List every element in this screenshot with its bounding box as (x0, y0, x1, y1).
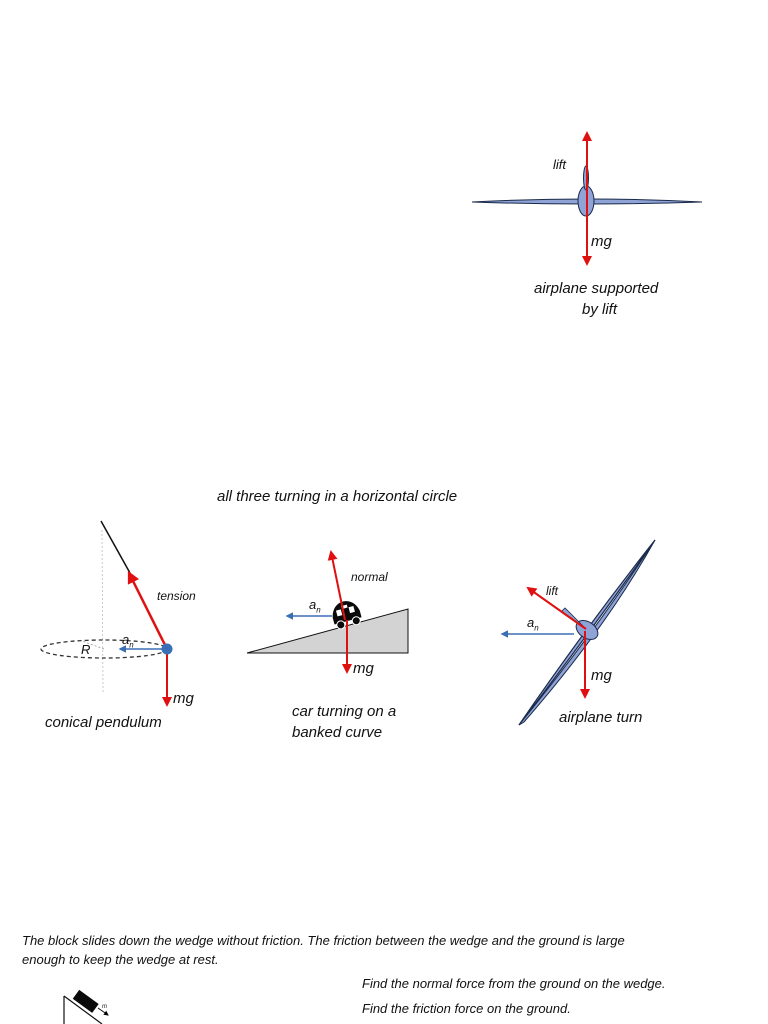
question-friction-force: Find the friction force on the ground. (362, 1001, 571, 1016)
normal-arrow (327, 550, 346, 621)
car-caption-1: car turning on a (292, 703, 397, 720)
normal-label: normal (351, 570, 388, 584)
wedge-problem-figure (63, 989, 109, 1024)
mg-label-pendulum: mg (173, 690, 194, 707)
airplane-level-figure (471, 131, 703, 266)
car-caption-2: banked curve (292, 724, 383, 741)
lift-label-turn: lift (546, 584, 558, 598)
an-label-turn: an (527, 615, 539, 633)
vertical-guide-line (101, 529, 104, 693)
problem-text-line-1: The block slides down the wedge without … (22, 933, 625, 948)
pendulum-caption: conical pendulum (45, 714, 162, 731)
lift-label-level: lift (553, 157, 566, 172)
mass-label: m (102, 1004, 107, 1010)
section-heading: all three turning in a horizontal circle (217, 488, 458, 505)
airplane-turn-figure (500, 539, 656, 726)
sliding-block (72, 989, 99, 1013)
car-icon (332, 601, 362, 630)
mg-label-car: mg (353, 660, 374, 677)
wedge-hypotenuse (63, 995, 103, 1024)
mg-label-turn: mg (591, 667, 612, 684)
airplane-turn-caption: airplane turn (559, 709, 643, 726)
airplane-level-caption-2: by lift (582, 301, 618, 318)
pendulum-string (100, 520, 131, 574)
airplane-turn-wings-body (518, 539, 656, 726)
tension-label: tension (157, 589, 196, 603)
question-normal-force: Find the normal force from the ground on… (362, 976, 666, 991)
pendulum-bob (161, 643, 173, 655)
airplane-level-caption-1: airplane supported (534, 280, 659, 297)
radius-label: R (81, 642, 91, 657)
mg-label-level: mg (591, 233, 612, 250)
block-motion-arrow (97, 1007, 109, 1016)
lift-arrow-turn (526, 586, 587, 630)
an-label-pendulum: an (122, 632, 134, 650)
conical-pendulum-figure (40, 520, 173, 707)
banked-curve-figure (246, 550, 409, 674)
problem-text-line-2: enough to keep the wedge at rest. (22, 952, 219, 967)
an-label-car: an (309, 597, 321, 615)
tension-arrow (127, 570, 169, 650)
banked-wedge (246, 608, 409, 654)
